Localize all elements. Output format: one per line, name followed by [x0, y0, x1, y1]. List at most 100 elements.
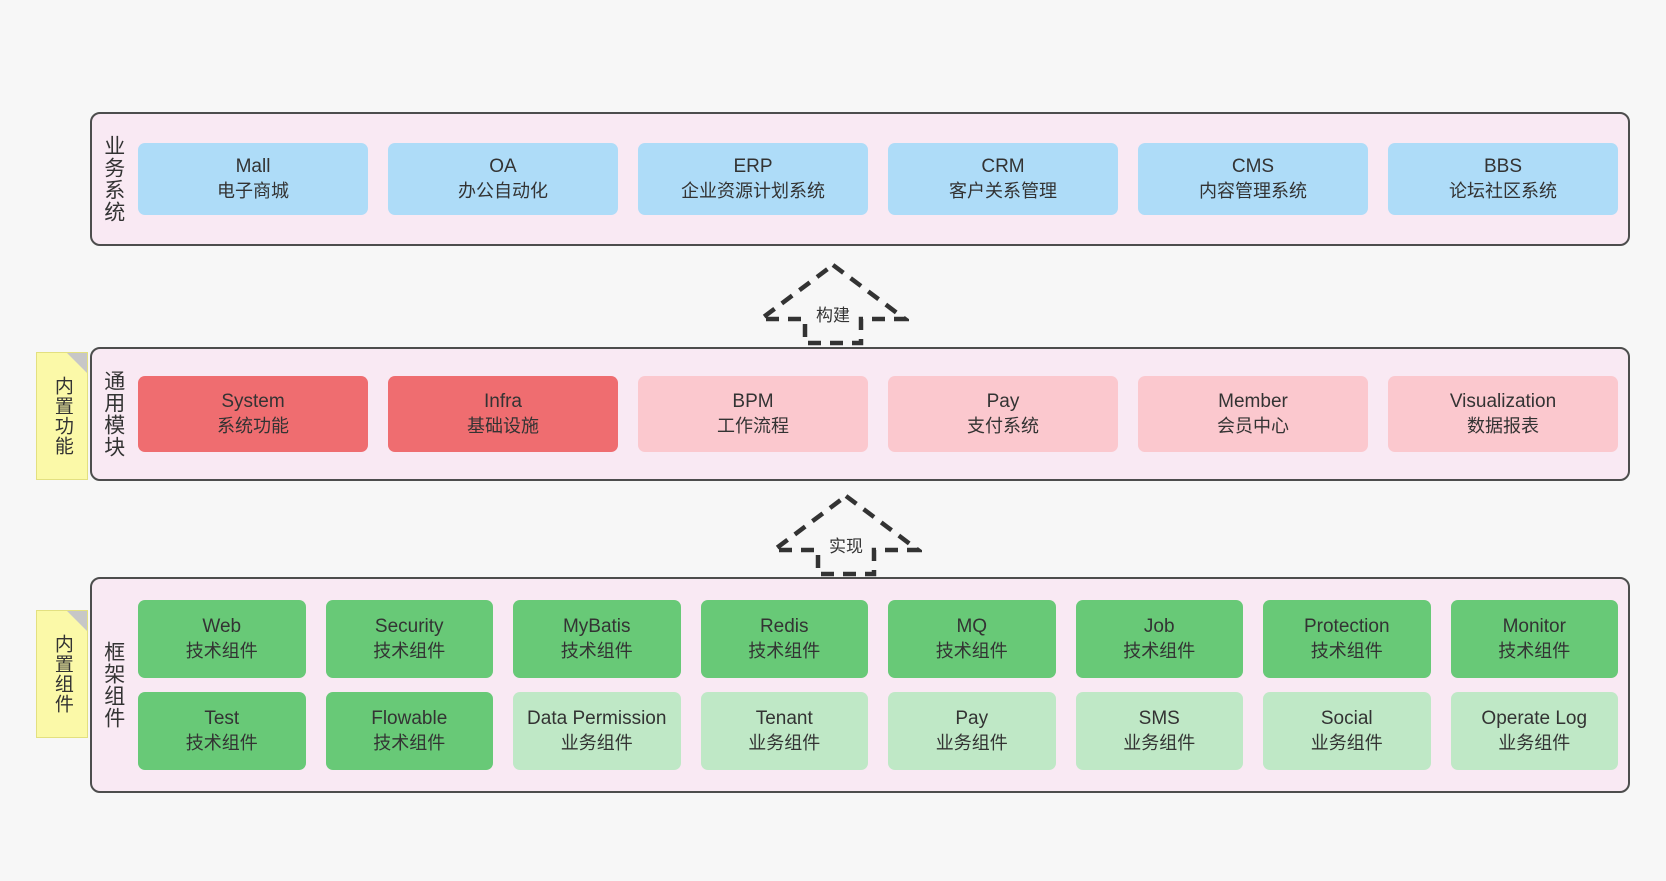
- node-social-en: Social: [1320, 708, 1373, 730]
- node-pay-component-en: Pay: [955, 708, 989, 730]
- node-monitor-en: Monitor: [1502, 616, 1566, 638]
- node-pay-module-en: Pay: [986, 391, 1020, 413]
- layer-common-modules: 通用模块 System 系统功能 Infra 基础设施 BPM 工作流程 Pay…: [90, 347, 1630, 481]
- node-pay-component[interactable]: Pay 业务组件: [888, 692, 1056, 770]
- node-infra-en: Infra: [483, 391, 523, 413]
- layer-body-common-modules: System 系统功能 Infra 基础设施 BPM 工作流程 Pay 支付系统…: [134, 349, 1628, 479]
- node-social[interactable]: Social 业务组件: [1263, 692, 1431, 770]
- node-visualization-cn: 数据报表: [1467, 415, 1539, 436]
- node-mall-cn: 电子商城: [217, 180, 289, 201]
- node-mybatis-cn: 技术组件: [560, 640, 633, 661]
- node-tenant-en: Tenant: [755, 708, 813, 730]
- layer-title-business-system: 业务系统: [101, 135, 125, 223]
- node-erp-cn: 企业资源计划系统: [681, 180, 825, 201]
- node-flowable-en: Flowable: [371, 708, 448, 730]
- node-cms[interactable]: CMS 内容管理系统: [1138, 143, 1368, 215]
- node-monitor-cn: 技术组件: [1498, 640, 1571, 661]
- node-protection[interactable]: Protection 技术组件: [1263, 600, 1431, 678]
- node-erp[interactable]: ERP 企业资源计划系统: [638, 143, 868, 215]
- node-operate-log-en: Operate Log: [1481, 708, 1588, 730]
- node-data-permission-cn: 业务组件: [560, 732, 633, 753]
- layer-body-framework-components: Web 技术组件 Security 技术组件 MyBatis 技术组件 Redi…: [134, 579, 1628, 791]
- node-sms-en: SMS: [1138, 708, 1180, 730]
- node-bpm-cn: 工作流程: [717, 415, 789, 436]
- node-bpm[interactable]: BPM 工作流程: [638, 376, 868, 452]
- node-security-en: Security: [374, 616, 444, 638]
- node-test[interactable]: Test 技术组件: [138, 692, 306, 770]
- note-fold-corner-icon: [67, 353, 87, 373]
- note-builtin-component: 内置组件: [36, 610, 88, 738]
- node-bbs-cn: 论坛社区系统: [1449, 180, 1557, 201]
- node-data-permission[interactable]: Data Permission 业务组件: [513, 692, 681, 770]
- node-infra-cn: 基础设施: [467, 415, 539, 436]
- node-flowable[interactable]: Flowable 技术组件: [325, 692, 493, 770]
- layer-title-framework-components: 框架组件: [101, 641, 125, 729]
- note-builtin-function: 内置功能: [36, 352, 88, 480]
- node-mall[interactable]: Mall 电子商城: [138, 143, 368, 215]
- layer-title-common-modules: 通用模块: [101, 370, 125, 458]
- arrow-build-label: 构建: [816, 306, 850, 325]
- node-test-cn: 技术组件: [185, 732, 258, 753]
- node-sms[interactable]: SMS 业务组件: [1075, 692, 1243, 770]
- row-business-systems: Mall 电子商城 OA 办公自动化 ERP 企业资源计划系统 CRM 客户关系…: [138, 143, 1618, 215]
- row-tech-components: Web 技术组件 Security 技术组件 MyBatis 技术组件 Redi…: [138, 600, 1618, 678]
- node-web[interactable]: Web 技术组件: [138, 600, 306, 678]
- node-protection-en: Protection: [1303, 616, 1390, 638]
- note-builtin-function-label: 内置功能: [51, 376, 73, 456]
- row-business-components: Test 技术组件 Flowable 技术组件 Data Permission …: [138, 692, 1618, 770]
- node-job-cn: 技术组件: [1123, 640, 1196, 661]
- node-visualization[interactable]: Visualization 数据报表: [1388, 376, 1618, 452]
- node-mq-cn: 技术组件: [935, 640, 1008, 661]
- node-cms-cn: 内容管理系统: [1199, 180, 1307, 201]
- node-protection-cn: 技术组件: [1310, 640, 1383, 661]
- node-social-cn: 业务组件: [1310, 732, 1383, 753]
- layer-framework-components: 框架组件 Web 技术组件 Security 技术组件 MyBatis 技术组件…: [90, 577, 1630, 793]
- node-bbs-en: BBS: [1483, 156, 1523, 178]
- node-member-en: Member: [1218, 391, 1288, 413]
- note-fold-corner-icon: [67, 611, 87, 631]
- node-mq[interactable]: MQ 技术组件: [888, 600, 1056, 678]
- node-crm[interactable]: CRM 客户关系管理: [888, 143, 1118, 215]
- node-web-cn: 技术组件: [185, 640, 258, 661]
- node-member-cn: 会员中心: [1217, 415, 1289, 436]
- node-redis-cn: 技术组件: [748, 640, 821, 661]
- node-mq-en: MQ: [956, 616, 988, 638]
- node-job-en: Job: [1143, 616, 1175, 638]
- node-operate-log-cn: 业务组件: [1498, 732, 1571, 753]
- node-tenant[interactable]: Tenant 业务组件: [700, 692, 868, 770]
- node-bbs[interactable]: BBS 论坛社区系统: [1388, 143, 1618, 215]
- node-cms-en: CMS: [1231, 156, 1275, 178]
- node-operate-log[interactable]: Operate Log 业务组件: [1450, 692, 1618, 770]
- arrow-implement-label: 实现: [829, 537, 863, 556]
- node-job[interactable]: Job 技术组件: [1075, 600, 1243, 678]
- node-erp-en: ERP: [733, 156, 773, 178]
- node-oa-cn: 办公自动化: [458, 180, 548, 201]
- node-tenant-cn: 业务组件: [748, 732, 821, 753]
- node-oa[interactable]: OA 办公自动化: [388, 143, 618, 215]
- node-bpm-en: BPM: [732, 391, 774, 413]
- node-redis-en: Redis: [759, 616, 809, 638]
- arrow-implement: 实现: [767, 492, 925, 577]
- node-pay-component-cn: 业务组件: [935, 732, 1008, 753]
- node-crm-cn: 客户关系管理: [949, 180, 1057, 201]
- node-member[interactable]: Member 会员中心: [1138, 376, 1368, 452]
- node-system[interactable]: System 系统功能: [138, 376, 368, 452]
- node-infra[interactable]: Infra 基础设施: [388, 376, 618, 452]
- note-builtin-component-label: 内置组件: [51, 634, 73, 714]
- node-system-cn: 系统功能: [217, 415, 289, 436]
- node-oa-en: OA: [489, 156, 517, 178]
- node-system-en: System: [221, 391, 285, 413]
- node-redis[interactable]: Redis 技术组件: [700, 600, 868, 678]
- node-mybatis-en: MyBatis: [562, 616, 631, 638]
- node-mybatis[interactable]: MyBatis 技术组件: [513, 600, 681, 678]
- arrow-build: 构建: [754, 261, 912, 346]
- node-test-en: Test: [204, 708, 240, 730]
- node-visualization-en: Visualization: [1449, 391, 1557, 413]
- layer-business-system: 业务系统 Mall 电子商城 OA 办公自动化 ERP 企业资源计划系统 CRM…: [90, 112, 1630, 246]
- arrow-implement-icon: [767, 493, 925, 577]
- node-security[interactable]: Security 技术组件: [325, 600, 493, 678]
- node-data-permission-en: Data Permission: [527, 708, 667, 730]
- node-flowable-cn: 技术组件: [373, 732, 446, 753]
- node-pay-module[interactable]: Pay 支付系统: [888, 376, 1118, 452]
- node-monitor[interactable]: Monitor 技术组件: [1450, 600, 1618, 678]
